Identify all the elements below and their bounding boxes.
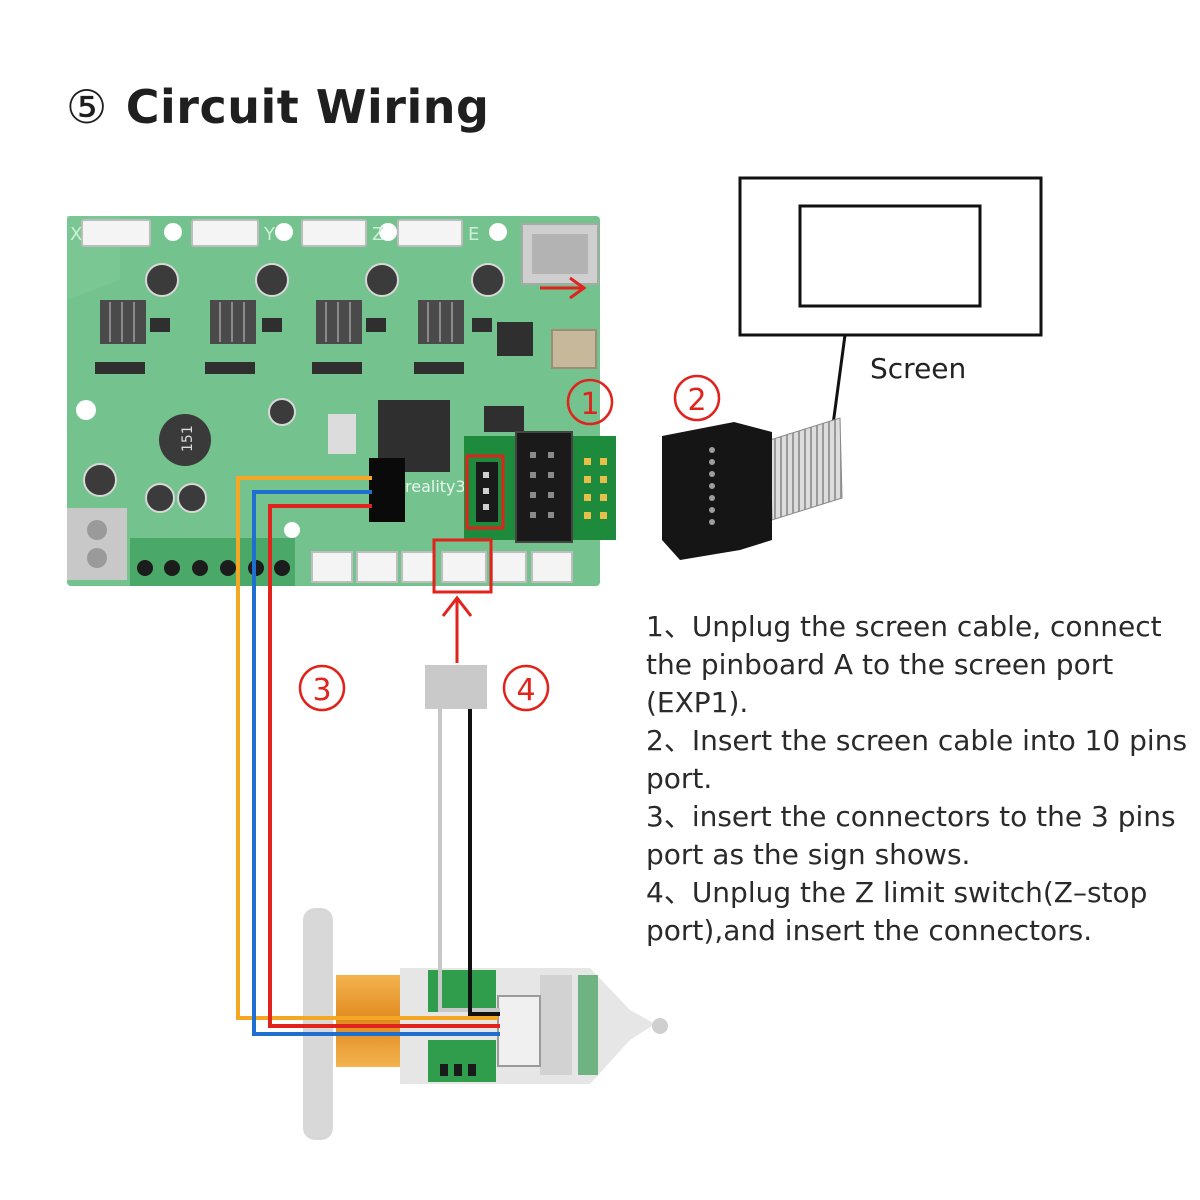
motor-connectors bbox=[81, 219, 463, 247]
screen-display bbox=[798, 204, 982, 308]
power-terminal bbox=[67, 508, 127, 580]
marker-1-digit: 1 bbox=[580, 387, 599, 422]
instruction-3: 3、insert the connectors to the 3 pins po… bbox=[646, 800, 1176, 871]
screen-label: Screen bbox=[870, 352, 966, 385]
title-number: ⑤ bbox=[66, 80, 108, 134]
instruction-2: 2、Insert the screen cable into 10 pins p… bbox=[646, 724, 1188, 795]
3pin-connector-plug bbox=[369, 458, 405, 522]
ribbon-cable bbox=[662, 417, 843, 560]
instruction-1: 1、Unplug the screen cable, connect the p… bbox=[646, 610, 1162, 719]
instruction-4: 4、Unplug the Z limit switch(Z–stop port)… bbox=[646, 876, 1148, 947]
wire-black bbox=[468, 708, 500, 1016]
screw-terminals bbox=[130, 538, 295, 586]
wire-gray bbox=[438, 708, 500, 1012]
usb-port bbox=[551, 329, 597, 369]
screen-diagram: Screen bbox=[738, 176, 1043, 463]
brand-label: reality3 bbox=[405, 477, 466, 496]
chip-label: 151 bbox=[180, 425, 196, 452]
highlight-3pin-port bbox=[465, 454, 505, 530]
marker-3-digit: 3 bbox=[312, 673, 331, 708]
instructions: 1、Unplug the screen cable, connect the p… bbox=[646, 608, 1196, 950]
wire-blue bbox=[252, 490, 500, 1036]
marker-4-digit: 4 bbox=[516, 673, 535, 708]
wire-orange bbox=[236, 476, 498, 1020]
wires bbox=[236, 476, 500, 1036]
inductor bbox=[159, 414, 211, 466]
bottom-connectors bbox=[311, 551, 573, 583]
mainboard: X Y Z E bbox=[67, 216, 616, 594]
axis-label-y: Y bbox=[263, 224, 276, 245]
markers: ① 1 ② 2 ③ 3 ④ 4 bbox=[298, 374, 721, 712]
zstop-plug bbox=[425, 665, 487, 709]
ribbon-connector bbox=[662, 422, 772, 560]
highlight-zstop-port bbox=[432, 538, 493, 594]
title-text: Circuit Wiring bbox=[125, 80, 490, 134]
sensor-probe bbox=[303, 908, 668, 1140]
zstop-arrow bbox=[441, 595, 473, 663]
axis-label-e: E bbox=[468, 224, 479, 245]
capacitors bbox=[83, 263, 505, 513]
axis-label-x: X bbox=[70, 224, 82, 245]
page-title: ⑤ Circuit Wiring bbox=[66, 80, 489, 134]
wire-red bbox=[268, 504, 500, 1028]
marker-2-digit: 2 bbox=[687, 383, 706, 418]
probe-connector bbox=[497, 995, 541, 1067]
axis-label-z: Z bbox=[372, 224, 384, 245]
